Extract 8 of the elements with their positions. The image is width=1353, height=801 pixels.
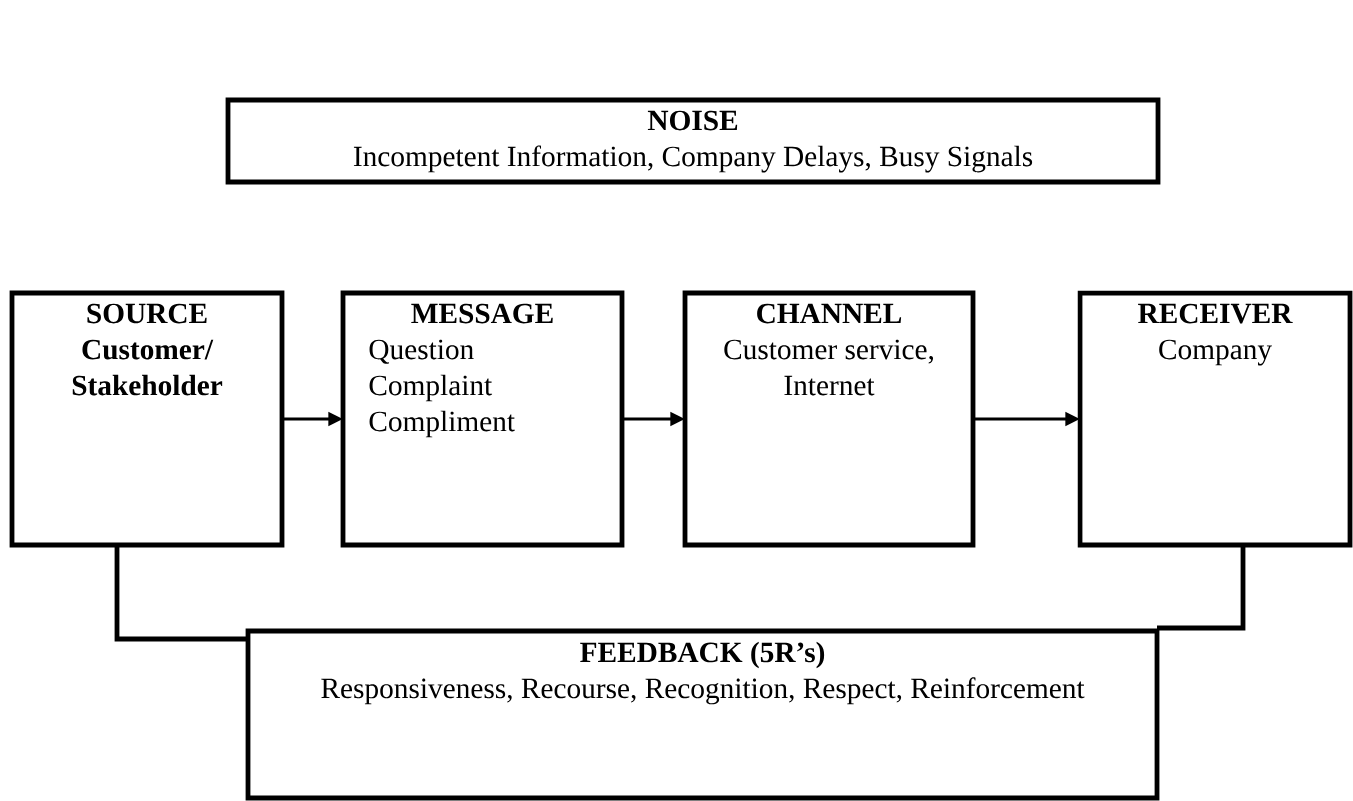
process-box: SOURCE Customer/ Stakeholder (9, 290, 285, 548)
connector-line (1157, 545, 1246, 631)
process-box: CHANNEL Customer service, Internet (682, 290, 976, 548)
process-box: MESSAGE Question Complaint Compliment (340, 290, 625, 548)
process-box: RECEIVER Company (1077, 290, 1353, 548)
process-box: FEEDBACK (5R’s) Responsiveness, Recourse, Recognition, Respect, Reinforcement (245, 628, 1160, 801)
connector-line (114, 545, 248, 642)
process-box: NOISE Incompetent Information, Company Delays, Busy Signals (225, 97, 1161, 185)
